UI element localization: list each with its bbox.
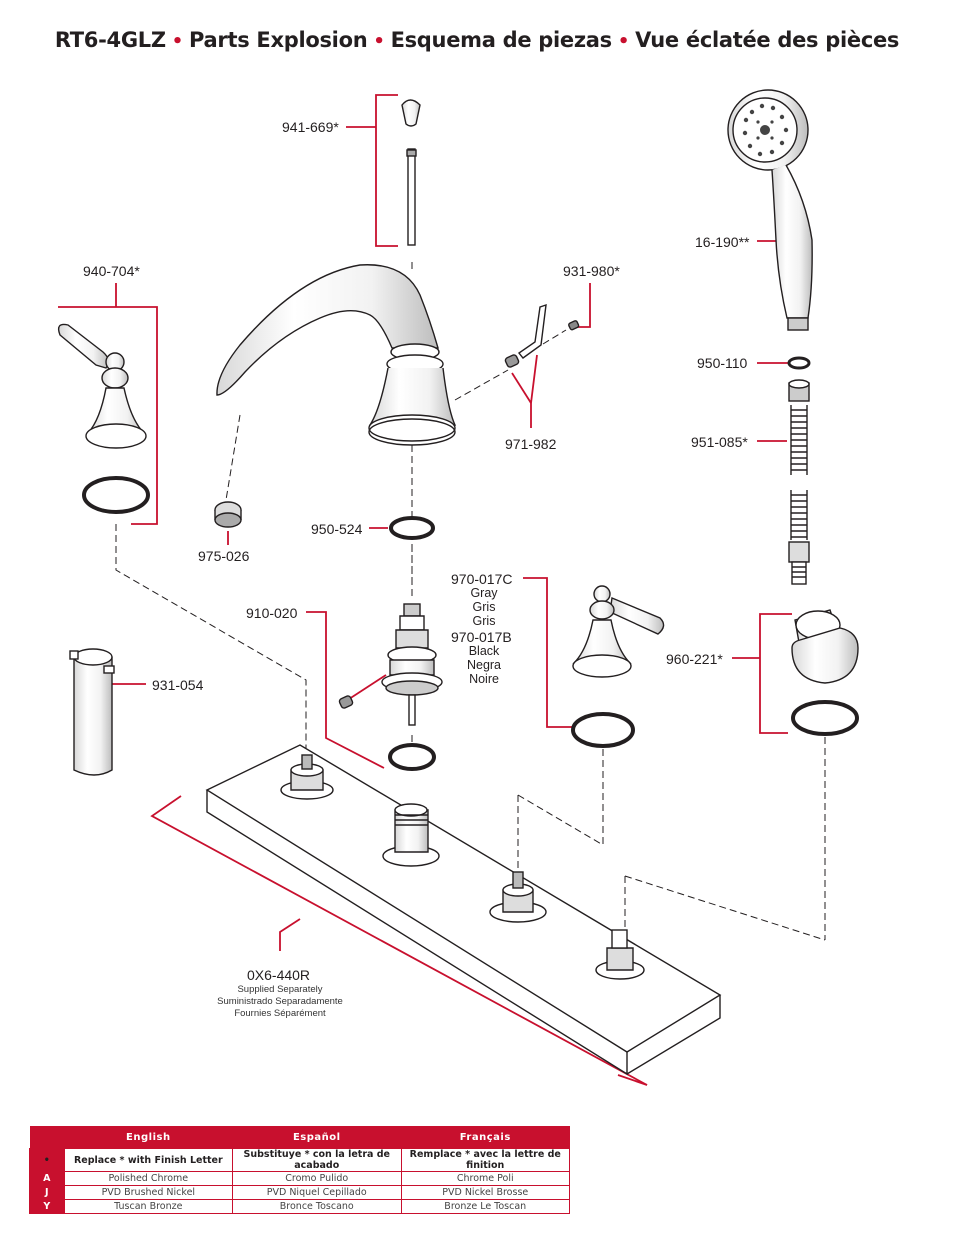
label-970-017C-colors: Gray Gris Gris — [454, 586, 514, 628]
label-950-524: 950-524 — [311, 521, 363, 537]
label-16-190: 16-190** — [695, 234, 750, 250]
cell-french: Chrome Poli — [400, 1171, 571, 1186]
label-971-982: 971-982 — [505, 436, 557, 452]
label-970-017B: 970-017B — [451, 629, 512, 645]
table-row: A Polished Chrome Cromo Pulido Chrome Po… — [29, 1171, 571, 1186]
title-separator: • — [617, 31, 630, 52]
label-931-054: 931-054 — [152, 677, 204, 693]
cell-english: Replace * with Finish Letter — [63, 1148, 234, 1172]
cell-french: Remplace * avec la lettre de finition — [400, 1148, 571, 1172]
page-title: RT6-4GLZ•Parts Explosion•Esquema de piez… — [0, 28, 954, 52]
label-975-026: 975-026 — [198, 548, 250, 564]
label-950-110: 950-110 — [697, 355, 748, 371]
label-970-017C: 970-017C — [451, 571, 513, 587]
label-951-085: 951-085* — [691, 434, 748, 450]
label-941-669: 941-669* — [282, 119, 339, 135]
cell-spanish: Substituye * con la letra de acabado — [232, 1148, 402, 1172]
label-0X6-440R-notes: Supplied Separately Suministrado Separad… — [200, 984, 360, 1020]
note-es: Suministrado Separadamente — [217, 996, 343, 1007]
cell-english: Polished Chrome — [63, 1171, 234, 1186]
row-key: Y — [29, 1199, 65, 1214]
leader-lines — [58, 94, 792, 1086]
cell-english: PVD Brushed Nickel — [63, 1185, 234, 1200]
note-en: Supplied Separately — [237, 984, 323, 995]
label-910-020: 910-020 — [246, 605, 298, 621]
label-960-221: 960-221* — [666, 651, 723, 667]
header-key — [29, 1126, 65, 1149]
color-en: Black — [468, 644, 500, 658]
cell-french: PVD Nickel Brosse — [400, 1185, 571, 1200]
title-english: Parts Explosion — [189, 28, 368, 52]
label-970-017B-colors: Black Negra Noire — [454, 644, 514, 686]
title-model: RT6-4GLZ — [54, 28, 166, 52]
cell-french: Bronze Le Toscan — [400, 1199, 571, 1214]
cell-spanish: Cromo Pulido — [232, 1171, 402, 1186]
color-es: Gris — [472, 600, 496, 614]
title-french: Vue éclatée des pièces — [635, 28, 900, 52]
cell-english: Tuscan Bronze — [63, 1199, 234, 1214]
label-931-980: 931-980* — [563, 263, 620, 279]
table-row: J PVD Brushed Nickel PVD Niquel Cepillad… — [29, 1185, 571, 1200]
row-key: • — [29, 1148, 65, 1172]
cell-spanish: PVD Niquel Cepillado — [232, 1185, 402, 1200]
label-940-704: 940-704* — [83, 263, 140, 279]
label-0X6-440R: 0X6-440R — [247, 967, 311, 983]
row-key: J — [29, 1185, 65, 1200]
title-spanish: Esquema de piezas — [390, 28, 613, 52]
header-english: English — [64, 1126, 233, 1149]
color-es: Negra — [466, 658, 502, 672]
header-spanish: Español — [232, 1126, 402, 1149]
finish-table-header: English Español Français — [29, 1126, 570, 1149]
table-row: • Replace * with Finish Letter Substituy… — [29, 1148, 571, 1172]
header-french: Français — [401, 1126, 570, 1149]
note-fr: Fournies Séparément — [234, 1008, 326, 1019]
color-fr: Gris — [472, 614, 496, 628]
title-separator: • — [171, 31, 184, 52]
color-fr: Noire — [469, 672, 499, 686]
color-en: Gray — [470, 586, 498, 600]
finish-table: English Español Français • Replace * wit… — [29, 1126, 571, 1214]
cell-spanish: Bronce Toscano — [232, 1199, 402, 1214]
title-separator: • — [373, 31, 385, 52]
guide-lines — [115, 262, 826, 941]
table-row: Y Tuscan Bronze Bronce Toscano Bronze Le… — [29, 1199, 571, 1214]
row-key: A — [29, 1171, 65, 1186]
